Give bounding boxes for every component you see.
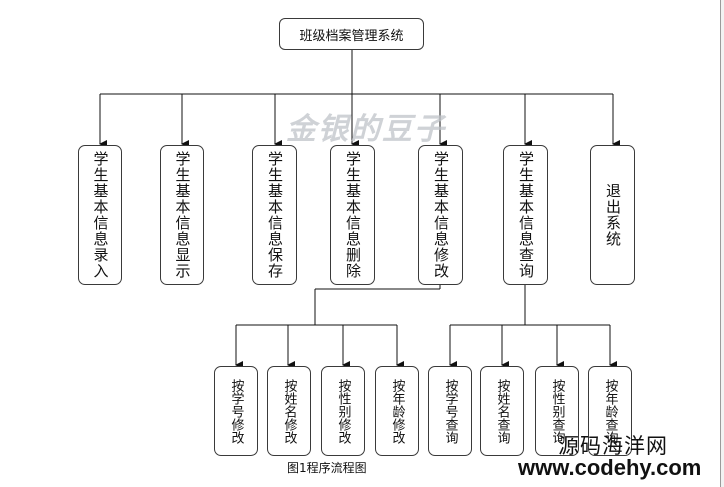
watermark-text: 金银的豆子 — [286, 112, 446, 147]
module-query-node: 学生基本信息查询 — [503, 145, 548, 285]
query-by-age-node: 按年龄查询 — [588, 366, 632, 456]
module-modify-label: 学生基本信息修改 — [432, 151, 450, 279]
module-delete-label: 学生基本信息删除 — [344, 151, 362, 279]
figure-caption: 图1程序流程图 — [287, 461, 367, 475]
modify-by-age-label: 按年龄修改 — [389, 378, 405, 444]
module-display-node: 学生基本信息显示 — [160, 145, 204, 285]
query-by-id-label: 按学号查询 — [442, 378, 458, 444]
modify-by-gender-node: 按性别修改 — [321, 366, 365, 456]
module-exit-label: 退出系统 — [604, 183, 622, 247]
modify-by-id-node: 按学号修改 — [214, 366, 258, 456]
page-edge — [720, 0, 724, 487]
query-by-name-label: 按姓名查询 — [494, 378, 510, 444]
modify-by-id-label: 按学号修改 — [228, 378, 244, 444]
module-entry-node: 学生基本信息录入 — [78, 145, 122, 285]
modify-by-name-label: 按姓名修改 — [281, 378, 297, 444]
site-url-watermark: www.codehy.com — [518, 455, 702, 480]
root-node-label: 班级档案管理系统 — [299, 28, 404, 44]
module-entry-label: 学生基本信息录入 — [91, 151, 110, 279]
module-save-node: 学生基本信息保存 — [252, 145, 297, 285]
site-name-watermark: 源码海洋网 — [558, 434, 668, 458]
module-modify-node: 学生基本信息修改 — [418, 145, 463, 285]
query-by-name-node: 按姓名查询 — [480, 366, 524, 456]
query-by-id-node: 按学号查询 — [428, 366, 472, 456]
module-exit-node: 退出系统 — [590, 145, 635, 285]
query-by-gender-node: 按性别查询 — [535, 366, 579, 456]
module-delete-node: 学生基本信息删除 — [330, 145, 375, 285]
root-node: 班级档案管理系统 — [279, 18, 424, 50]
query-by-age-label: 按年龄查询 — [602, 378, 618, 444]
query-by-gender-label: 按性别查询 — [549, 378, 565, 444]
module-save-label: 学生基本信息保存 — [266, 151, 284, 279]
module-query-label: 学生基本信息查询 — [517, 151, 535, 279]
modify-by-age-node: 按年龄修改 — [375, 366, 419, 456]
modify-by-name-node: 按姓名修改 — [267, 366, 311, 456]
module-display-label: 学生基本信息显示 — [173, 151, 192, 279]
modify-by-gender-label: 按性别修改 — [335, 378, 351, 444]
